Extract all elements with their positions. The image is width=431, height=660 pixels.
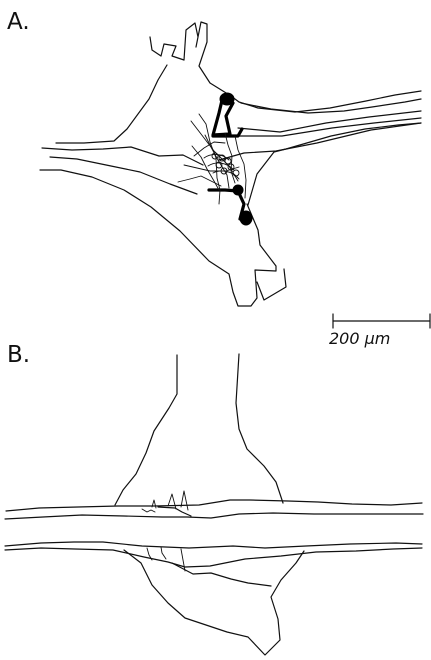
panel-a-drawing [40, 22, 421, 306]
panel-b-lower-track-top [5, 513, 423, 519]
panel-a-soma-top [220, 93, 234, 105]
panel-b-lower-track-top-bump [158, 507, 191, 516]
panel-b-upper-branch-4 [181, 491, 188, 510]
panel-a-bottom-notch [257, 269, 286, 300]
panel-a-upper-right-process [241, 99, 421, 113]
panel-b-upper-branch-1 [142, 509, 155, 512]
scale-bar-label: 200 μm [329, 329, 390, 348]
panel-a-terminal-arbor-5 [178, 176, 221, 186]
panel-b-lower-branch-2 [161, 547, 166, 559]
panel-b-upper-branch-2 [152, 500, 156, 508]
panel-a-label: A. [7, 11, 30, 34]
panel-b-upper-process [115, 355, 177, 505]
panel-b-drawing [5, 354, 423, 655]
panel-a-cell-outline [150, 22, 421, 112]
panel-b-upper-track [6, 500, 422, 511]
panel-b-label: B. [7, 344, 30, 367]
panel-a-left-process-lower [50, 157, 197, 194]
panel-b-middle-lower-track [5, 542, 422, 548]
panel-a-left-process-middle [42, 147, 203, 165]
panel-b-upper-branch-3 [168, 494, 176, 509]
scale-bar [333, 314, 430, 328]
panel-a-left-process-upper [56, 65, 167, 143]
panel-b-lower-track [5, 548, 422, 567]
panel-a-soma-bottom [240, 211, 252, 225]
panel-a-soma-middle [233, 185, 243, 195]
panel-a-right-lower-outline [248, 123, 421, 205]
panel-b-upper-process-right [236, 354, 283, 503]
